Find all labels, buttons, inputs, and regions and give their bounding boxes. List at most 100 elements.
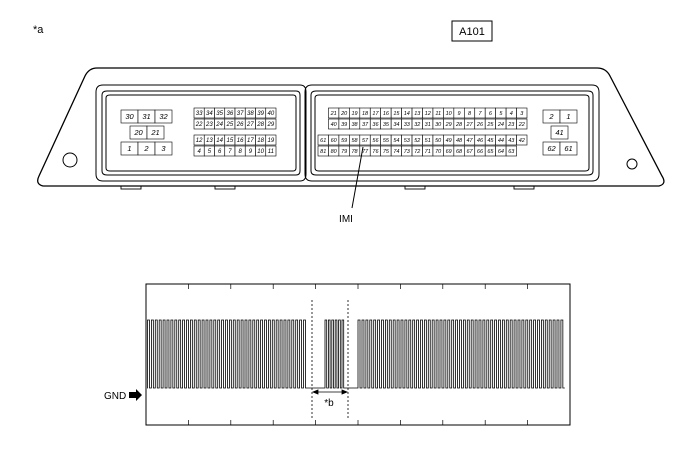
connector-code-label: A101 [459, 26, 485, 38]
waveform-grid-ticks [188, 284, 528, 425]
pin-number: 30 [125, 112, 134, 121]
pin-number: 69 [446, 149, 452, 155]
pin-number: 13 [206, 138, 213, 144]
pin-cell [265, 134, 277, 146]
pin-number: 13 [414, 111, 421, 117]
pin-number: 17 [372, 111, 379, 117]
pin-number: 75 [383, 149, 390, 155]
pin-number: 8 [238, 149, 242, 155]
pin-number: 5 [208, 149, 212, 155]
pin-number: 20 [340, 111, 348, 117]
pin-cell [516, 107, 528, 119]
pin-number: 10 [257, 149, 264, 155]
pin-number: 14 [216, 138, 223, 144]
pin-number: 11 [268, 149, 274, 155]
pin-number: 26 [476, 122, 484, 128]
pin-number: 16 [383, 111, 390, 117]
pin-number: 31 [142, 112, 150, 121]
pin-number: 38 [247, 111, 254, 117]
interval-mark-label: *b [324, 398, 334, 409]
pin-number: 19 [268, 138, 275, 144]
pin-number: 35 [383, 122, 390, 128]
pin-number: 59 [341, 138, 347, 144]
terminal-leader-line [351, 146, 364, 209]
pin-number: 1 [127, 144, 131, 153]
pin-number: 68 [456, 149, 463, 155]
pin-number: 9 [458, 111, 461, 117]
pin-number: 6 [218, 149, 222, 155]
pin-number: 51 [425, 138, 431, 144]
pin-number: 53 [404, 138, 411, 144]
pin-number: 37 [237, 111, 244, 117]
pin-number: 44 [498, 138, 504, 144]
pin-number: 63 [508, 149, 515, 155]
pin-number: 34 [206, 111, 213, 117]
pin-number: 16 [237, 138, 244, 144]
pin-number: 27 [465, 122, 473, 128]
pin-number: 61 [564, 144, 572, 153]
pin-number: 21 [330, 111, 337, 117]
pin-number: 4 [510, 111, 513, 117]
pin-number: 14 [404, 111, 410, 117]
pin-number: 5 [499, 111, 503, 117]
mounting-hole-left [62, 152, 78, 168]
pin-number: 24 [215, 122, 223, 128]
pin-number: 28 [455, 122, 463, 128]
pin-number: 23 [507, 122, 515, 128]
pin-cell [154, 141, 173, 156]
pin-number: 29 [445, 122, 452, 128]
pin-number: 47 [466, 138, 473, 144]
pin-number: 29 [267, 122, 275, 128]
pin-cell [559, 109, 578, 124]
pin-number: 52 [414, 138, 420, 144]
pin-number: 3 [161, 144, 166, 153]
pin-number: 61 [320, 138, 326, 144]
pin-number: 23 [205, 122, 213, 128]
pin-cell [516, 118, 528, 130]
pin-number: 2 [548, 112, 554, 121]
pin-number: 24 [497, 122, 504, 128]
pin-number: 72 [414, 149, 420, 155]
pin-number: 28 [256, 122, 264, 128]
pin-cell [550, 125, 569, 140]
pin-cell [516, 134, 528, 146]
pin-number: 40 [331, 122, 338, 128]
pin-number: 42 [519, 138, 525, 144]
pin-number: 7 [228, 149, 232, 155]
pin-number: 71 [425, 149, 431, 155]
pin-number: 22 [518, 122, 525, 128]
pin-number: 20 [133, 128, 143, 137]
pin-number: 17 [247, 138, 254, 144]
pin-number: 60 [331, 138, 338, 144]
pin-number: 73 [404, 149, 411, 155]
view-mark-label: *a [33, 24, 44, 36]
pin-number: 15 [227, 138, 234, 144]
pin-number: 37 [362, 122, 369, 128]
pin-number: 32 [414, 122, 420, 128]
right-shroud [304, 84, 600, 182]
pin-number: 4 [197, 149, 201, 155]
pin-number: 19 [352, 111, 358, 117]
pin-number: 15 [393, 111, 400, 117]
mounting-hole-right [626, 158, 638, 170]
pin-number: 76 [372, 149, 379, 155]
ground-arrow-icon [129, 389, 142, 401]
pin-number: 27 [246, 122, 254, 128]
pin-number: 6 [489, 111, 493, 117]
pin-number: 9 [249, 149, 253, 155]
pin-number: 12 [425, 111, 431, 117]
pin-number: 49 [446, 138, 452, 144]
pin-cell [559, 141, 578, 156]
pin-number: 40 [268, 111, 275, 117]
pin-number: 45 [487, 138, 494, 144]
pin-number: 32 [159, 112, 168, 121]
pin-number: 81 [320, 149, 326, 155]
pin-number: 33 [404, 122, 411, 128]
pin-number: 56 [372, 138, 379, 144]
pin-number: 8 [468, 111, 472, 117]
pin-cell [265, 145, 277, 157]
pin-number: 2 [143, 144, 149, 153]
pin-cell [265, 118, 277, 130]
pin-number: 43 [508, 138, 515, 144]
